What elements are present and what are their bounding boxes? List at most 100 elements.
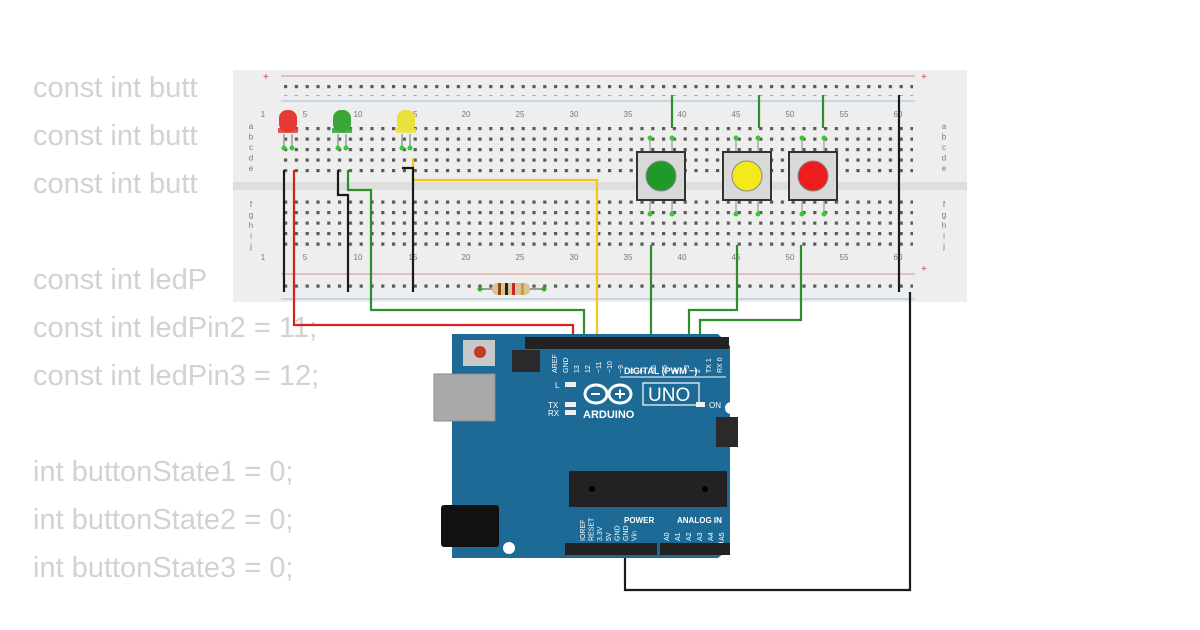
column-number: 50 [786,253,795,262]
pin-label: A0 [664,532,671,541]
column-number: 1 [261,253,266,262]
pin-label: A3 [697,532,704,541]
code-line: int buttonState1 = 0; [33,456,294,488]
row-letter: d [249,154,253,163]
row-letter: h [249,221,253,230]
pin-label: AREF [552,354,559,373]
column-number: 25 [516,253,525,262]
green-wire-button2 [687,245,739,345]
model-box [642,382,700,406]
pin-label: ~5 [662,365,669,373]
row-letter: b [942,133,947,142]
digital-header-left [525,337,643,349]
column-number: 20 [462,110,471,119]
yellow-led [396,110,416,151]
code-line: const int butt [33,120,198,152]
green-wire-led [346,170,586,345]
row-letter: h [942,221,946,230]
code-line: const int ledPin2 = 11; [33,312,318,344]
pin-label: 3.3V [597,526,604,541]
leds [278,110,416,151]
code-line: int buttonState2 = 0; [33,504,294,536]
pin-label: GND [563,357,570,373]
column-number: 30 [570,253,579,262]
column-number: 45 [732,110,741,119]
power-label: POWER [624,516,654,525]
column-number: 10 [354,110,363,119]
column-number: 55 [840,253,849,262]
pin-label: ~6 [651,365,658,373]
column-number: 20 [462,253,471,262]
breadboard-center-gap [233,182,967,190]
row-letter: e [249,164,254,173]
yellow-pushbutton [722,135,772,217]
pin-label: 2 [695,369,702,373]
arduino-logo [583,383,633,405]
column-number: 55 [840,110,849,119]
mount-hole [503,542,515,554]
black-wire-2 [336,170,350,292]
column-number: 50 [786,110,795,119]
code-line: const int butt [33,168,198,200]
column-number: 35 [624,253,633,262]
row-letter: i [250,232,252,241]
rail-plus-label: + [921,72,927,83]
pin-label: RX 0 [717,357,724,373]
row-letter: g [249,211,253,220]
icsp-header [716,417,738,447]
row-letter: a [942,122,947,131]
pin-label: ~9 [618,365,625,373]
power-header [565,543,657,555]
pin-label: IOREF [580,520,587,541]
atmega-chip [569,471,727,507]
reset-button-cap [474,346,486,358]
pin-label: ~11 [596,362,603,373]
pin-label: 4 [673,369,680,373]
analog-label: ANALOG IN [677,516,722,525]
analog-header [660,543,730,555]
column-number: 10 [354,253,363,262]
code-line: const int ledP [33,264,208,296]
power-jack [441,505,499,547]
usb-connector [433,373,496,422]
pin-label: A5 [719,532,726,541]
led-tx-label: TX [548,401,559,410]
pin-label: TX 1 [706,358,713,373]
green-led [332,110,352,151]
green-wire-button3 [698,245,803,345]
resistor [477,283,547,295]
red-pushbutton [788,135,838,217]
rail-plus-label: + [263,72,269,83]
pin-label: 12 [585,365,592,373]
pin-label: ~3 [684,365,691,373]
led-l-label: L [555,381,560,390]
led-rx-label: RX [548,409,560,418]
led-rx [565,410,576,415]
code-line: int buttonState3 = 0; [33,552,294,584]
pin-label: Vin [632,531,639,541]
pin-label: RESET [589,517,596,541]
digital-header-right [639,337,729,349]
column-number: 25 [516,110,525,119]
pin-label: GND [614,525,621,541]
row-letter: g [942,211,946,220]
black-wire-gnd [623,292,912,592]
black-wire-3 [402,166,415,292]
row-letter: j [249,242,252,251]
top-rail-holes [283,80,913,96]
on-label: ON [709,401,721,410]
wires [282,95,912,592]
row-letter: c [249,143,253,152]
row-letter: b [249,133,254,142]
column-number: 1 [261,110,266,119]
red-led [278,110,298,151]
row-letter: j [942,242,945,251]
mount-hole [725,402,737,414]
rail-plus-label: + [921,264,927,275]
